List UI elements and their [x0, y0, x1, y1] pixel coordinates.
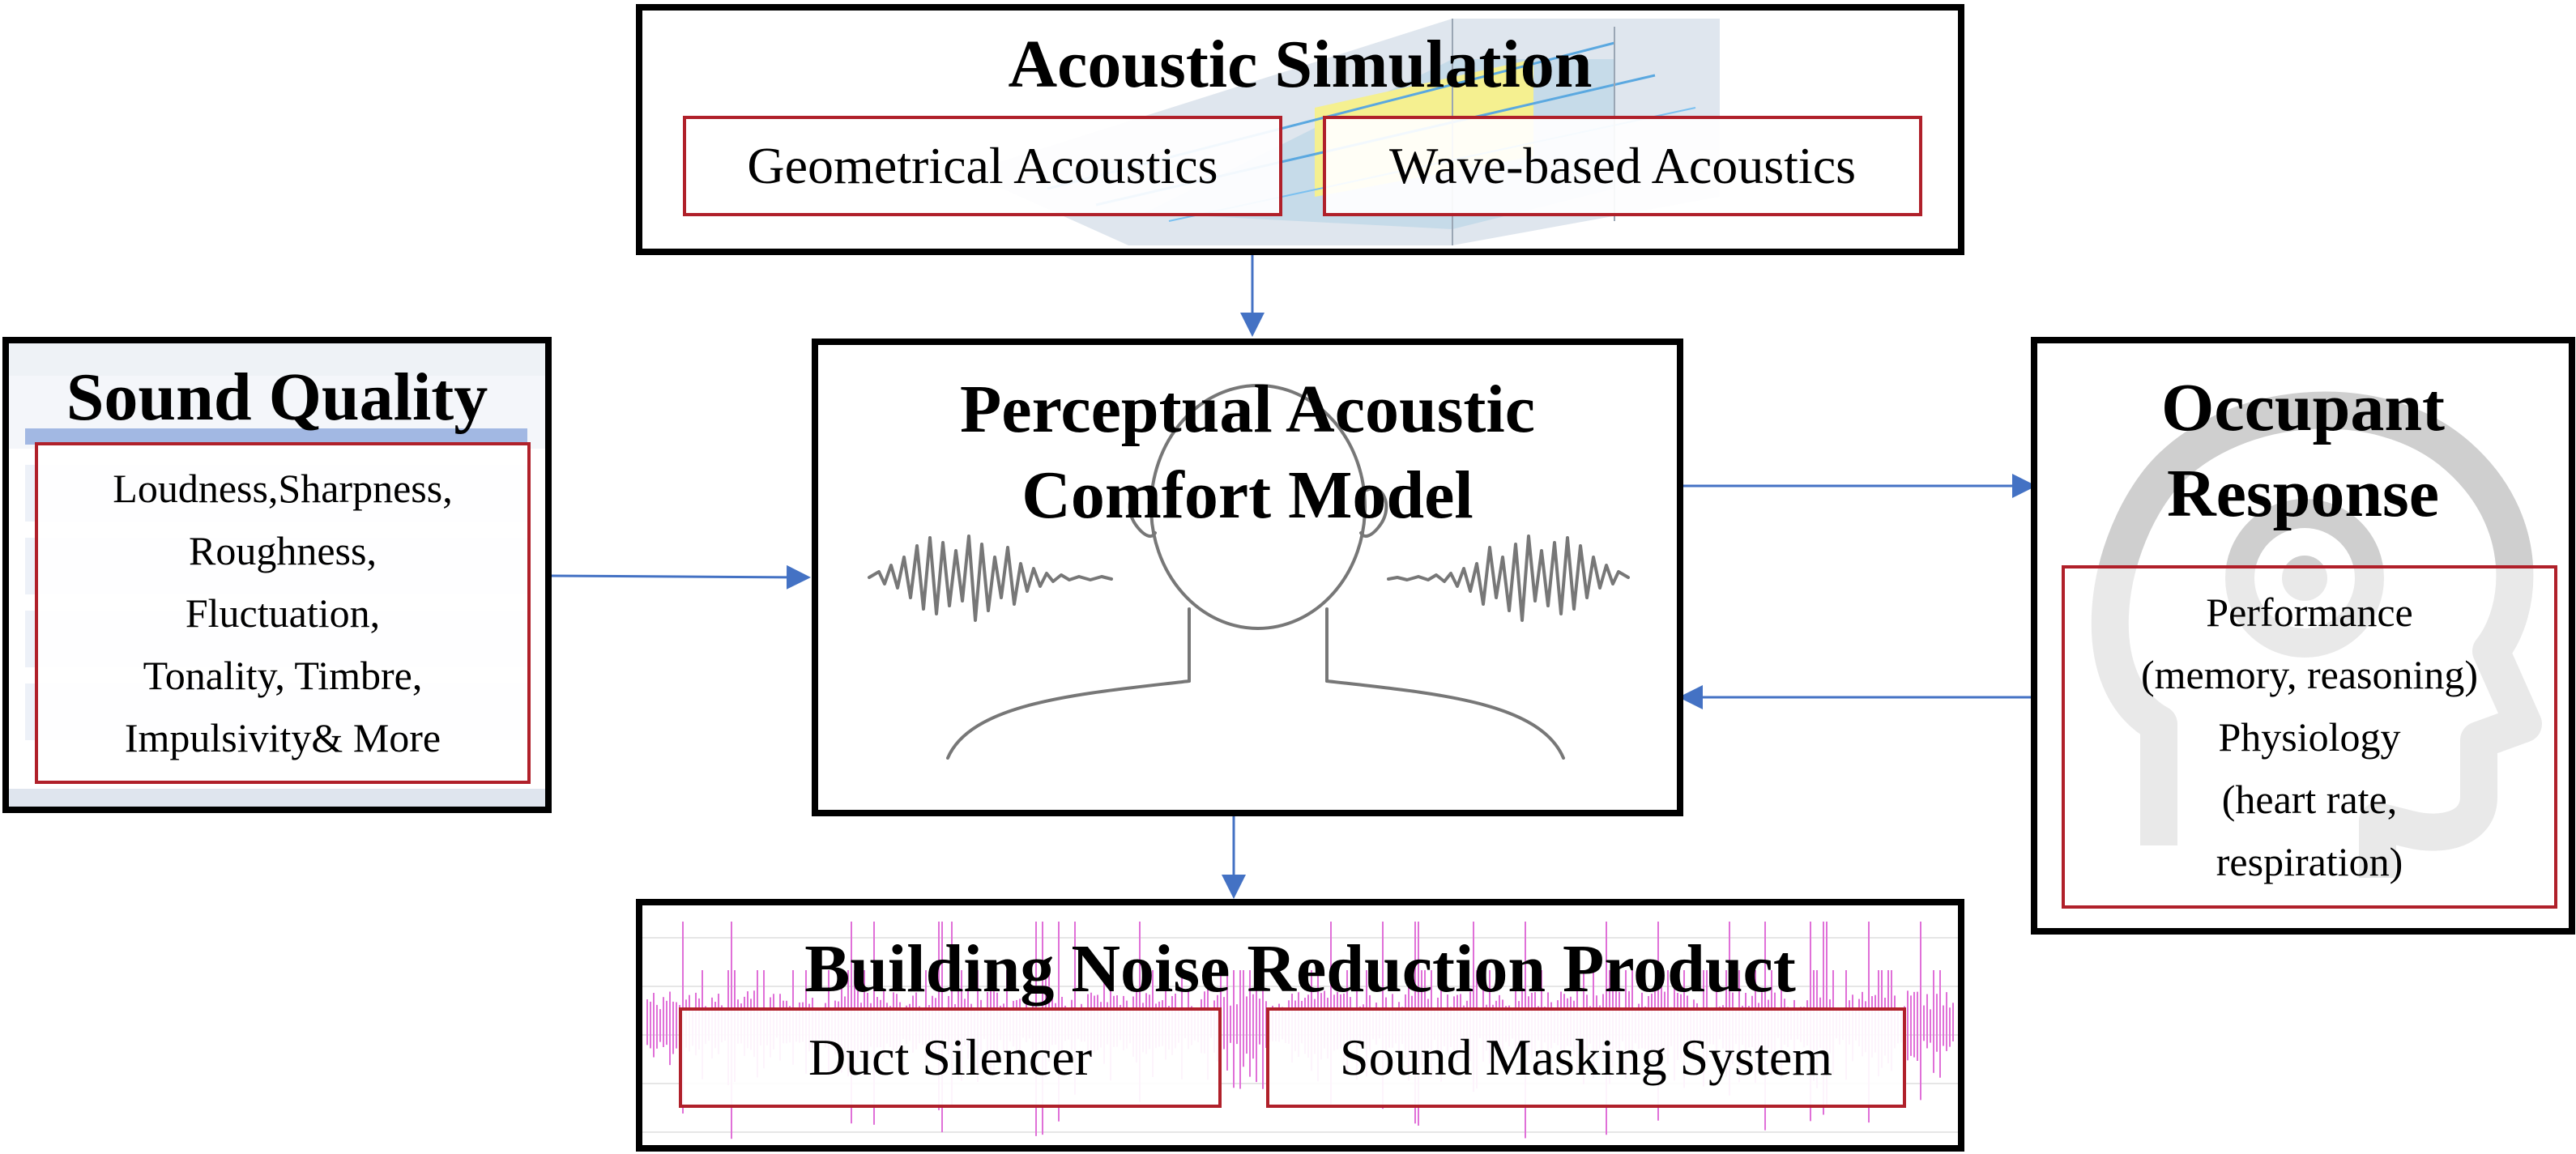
- sound-quality-metrics: Loudness,Sharpness, Roughness, Fluctuati…: [35, 442, 531, 784]
- measure-line: (memory, reasoning): [2140, 651, 2479, 697]
- acoustic-simulation-title: Acoustic Simulation: [1008, 27, 1593, 102]
- occupant-response-box: Occupant Response Performance (memory, r…: [2031, 337, 2575, 935]
- measure-line: (heart rate,: [2221, 776, 2398, 822]
- metric-line: Fluctuation,: [185, 590, 381, 636]
- head-listening-illustration: [868, 384, 1630, 760]
- noise-reduction-product-box: Building Noise Reduction Product Duct Si…: [636, 899, 1964, 1152]
- geometrical-acoustics-label: Geometrical Acoustics: [683, 116, 1282, 216]
- measure-line: Performance: [2206, 589, 2413, 635]
- metric-line: Roughness,: [189, 527, 377, 573]
- comfort-model-title-line-1: Perceptual Acoustic: [960, 372, 1535, 447]
- measure-line: Physiology: [2218, 713, 2401, 760]
- acoustic-simulation-box: Acoustic Simulation Geometrical Acoustic…: [636, 4, 1964, 255]
- duct-silencer-label: Duct Silencer: [679, 1007, 1222, 1108]
- occupant-response-measures: Performance (memory, reasoning) Physiolo…: [2062, 565, 2557, 909]
- occupant-response-title-line-1: Occupant: [2160, 370, 2446, 445]
- metric-line: Tonality, Timbre,: [143, 652, 423, 698]
- comfort-model-title-line-2: Comfort Model: [1021, 458, 1474, 533]
- measure-line: respiration): [2216, 838, 2403, 884]
- sound-quality-title: Sound Quality: [66, 360, 488, 435]
- sound-masking-system-label: Sound Masking System: [1266, 1007, 1906, 1108]
- sound-quality-box: Sound Quality Loudness,Sharpness, Roughn…: [2, 337, 552, 813]
- perceptual-acoustic-comfort-model-box: Perceptual Acoustic Comfort Model: [812, 339, 1683, 816]
- metric-line: Impulsivity& More: [124, 714, 441, 760]
- metric-line: Loudness,Sharpness,: [113, 465, 453, 511]
- arrow-quality-to-model: [548, 564, 811, 590]
- occupant-response-title-line-2: Response: [2166, 456, 2440, 531]
- wave-based-acoustics-label: Wave-based Acoustics: [1323, 116, 1922, 216]
- noise-reduction-title: Building Noise Reduction Product: [804, 931, 1796, 1007]
